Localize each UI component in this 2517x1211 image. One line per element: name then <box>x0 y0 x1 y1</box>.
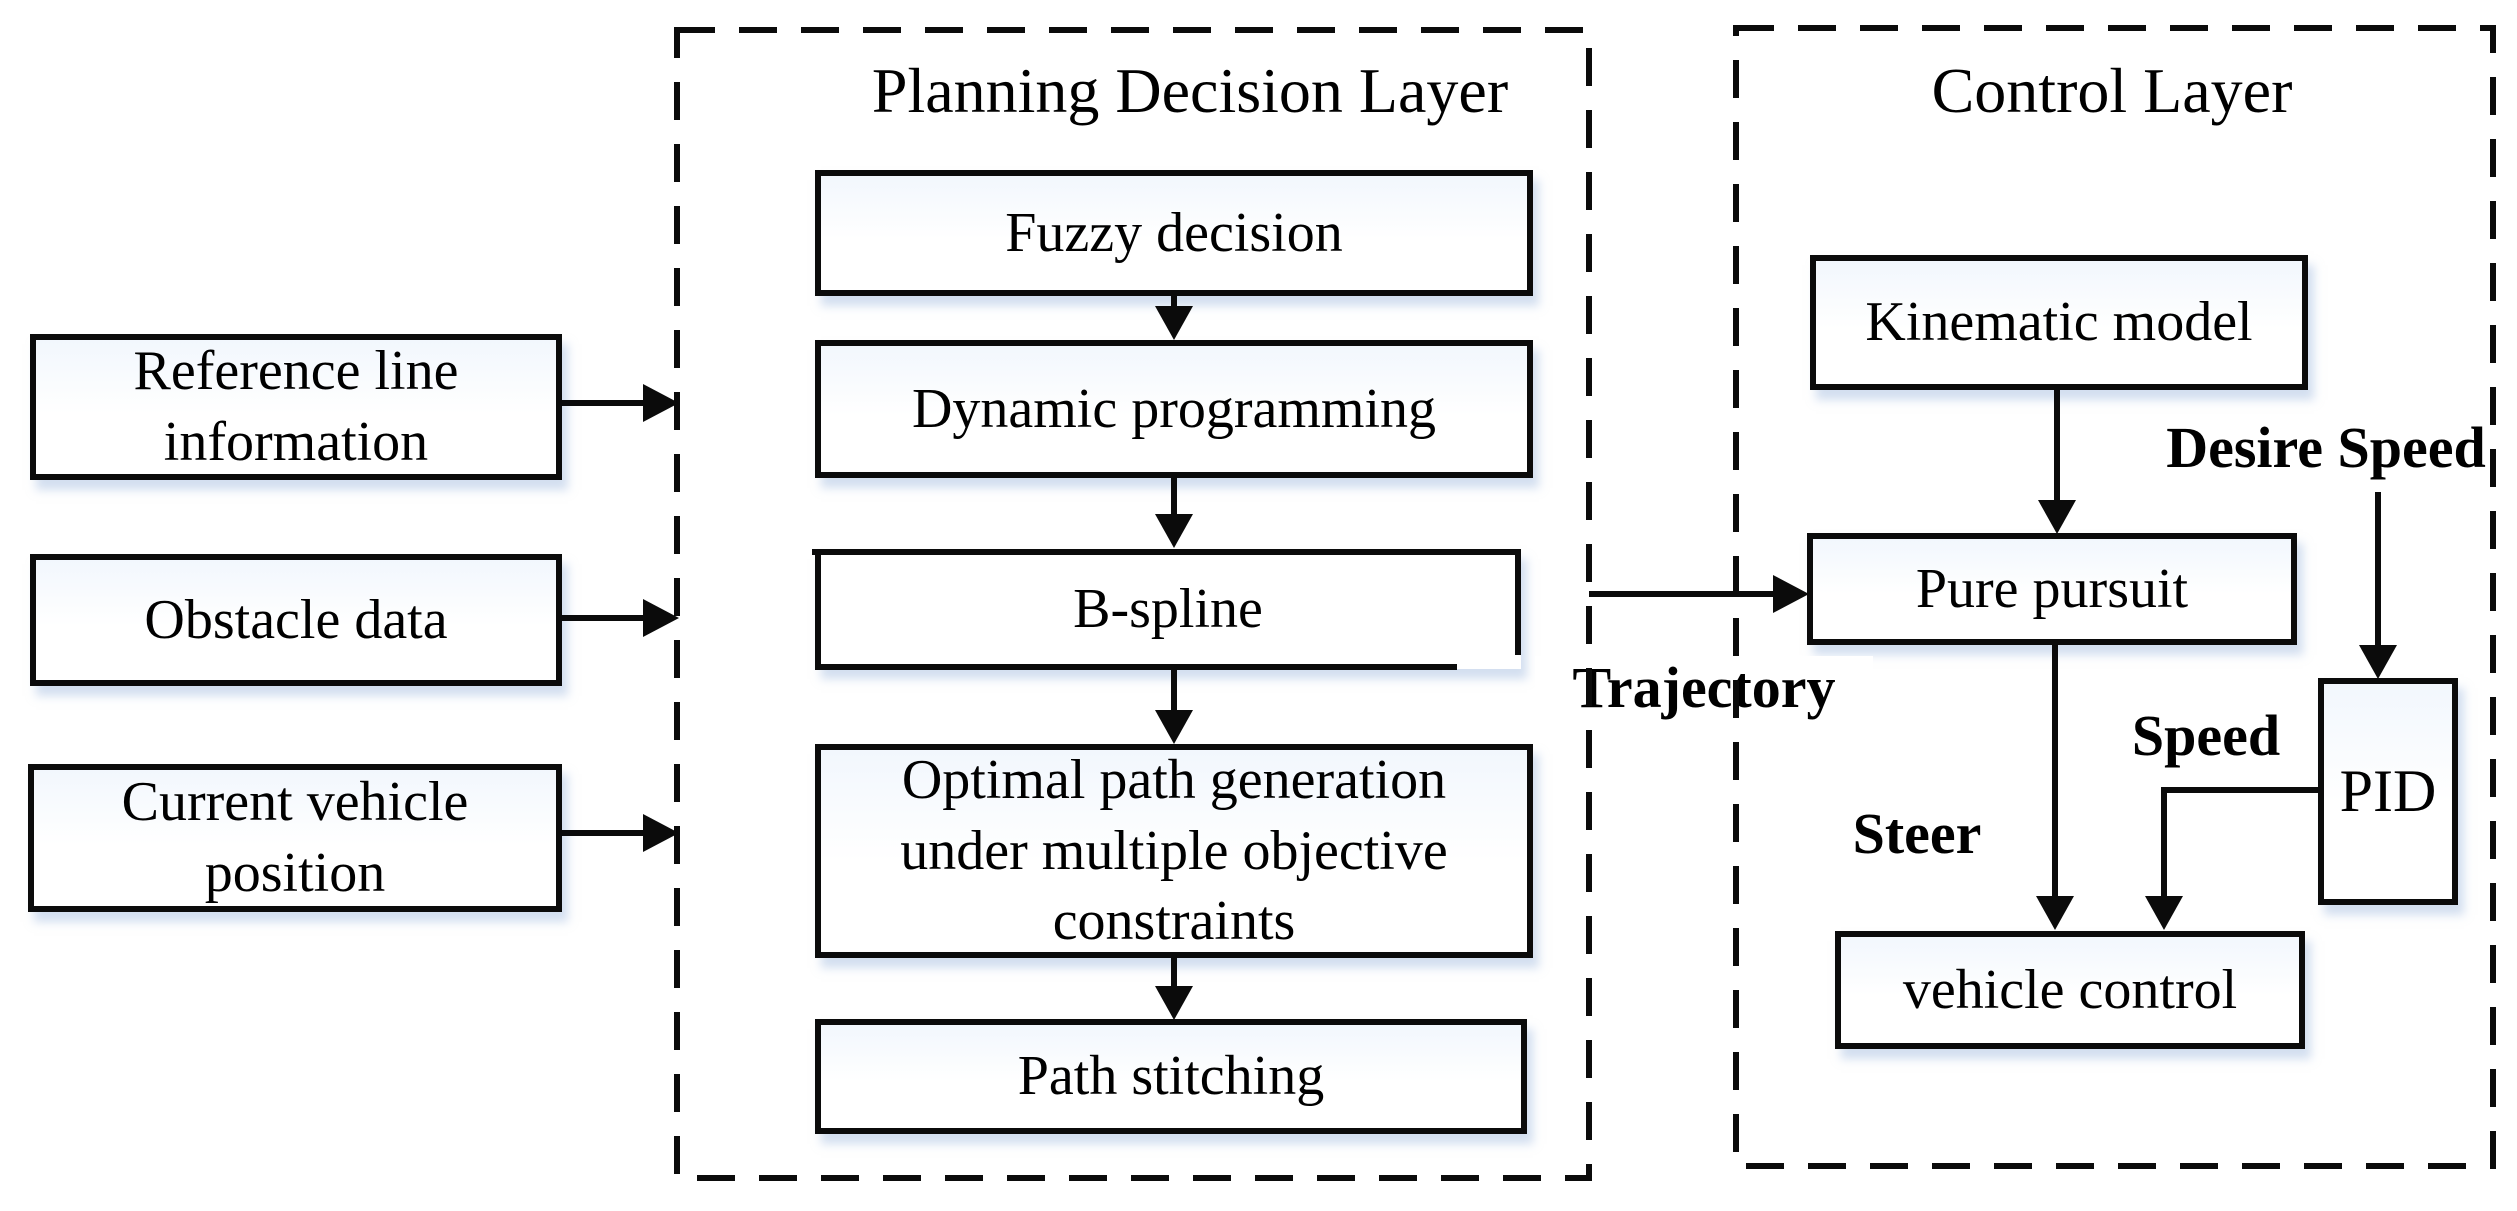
arrowhead-reference-line <box>643 384 679 422</box>
arrowhead-optimal-to-stitching <box>1155 986 1193 1020</box>
node-optimal-path-generation: Optimal path generation under multiple o… <box>815 744 1533 958</box>
edge-label-speed: Speed <box>2112 704 2300 768</box>
arrowhead-desire-speed-to-pid <box>2359 645 2397 679</box>
node-kinematic-model: Kinematic model <box>1810 255 2308 390</box>
node-b-spline: B-spline <box>815 549 1521 669</box>
arrow-speed-pid-to-vehicle <box>2161 787 2318 899</box>
arrowhead-kinematic-to-pure-pursuit <box>2038 500 2076 534</box>
arrowhead-bspline-to-optimal <box>1155 710 1193 744</box>
arrowhead-obstacle-data <box>643 599 679 637</box>
node-dynamic-programming: Dynamic programming <box>815 340 1533 478</box>
input-box-current-vehicle-position: Current vehicle position <box>28 764 562 912</box>
edge-label-desire-speed: Desire Speed <box>2148 416 2504 480</box>
arrowhead-speed-to-vehicle <box>2145 896 2183 930</box>
node-vehicle-control: vehicle control <box>1835 931 2305 1049</box>
node-path-stitching: Path stitching <box>815 1019 1527 1134</box>
arrowhead-steer-to-vehicle <box>2036 896 2074 930</box>
edge-label-trajectory: Trajectory <box>1535 656 1873 720</box>
arrowhead-trajectory <box>1773 575 1809 613</box>
node-pid: PID <box>2318 678 2458 905</box>
node-pure-pursuit: Pure pursuit <box>1807 533 2297 645</box>
planning-layer-title: Planning Decision Layer <box>871 55 1509 126</box>
edge-label-steer: Steer <box>1823 802 2011 866</box>
node-fuzzy-decision: Fuzzy decision <box>815 170 1533 296</box>
arrowhead-fuzzy-to-dynamic <box>1155 306 1193 340</box>
input-box-obstacle-data: Obstacle data <box>30 554 562 686</box>
arrowhead-current-position <box>643 814 679 852</box>
control-layer-title: Control Layer <box>1931 55 2293 126</box>
input-box-reference-line-information: Reference line information <box>30 334 562 480</box>
arrowhead-dynamic-to-bspline <box>1155 514 1193 548</box>
